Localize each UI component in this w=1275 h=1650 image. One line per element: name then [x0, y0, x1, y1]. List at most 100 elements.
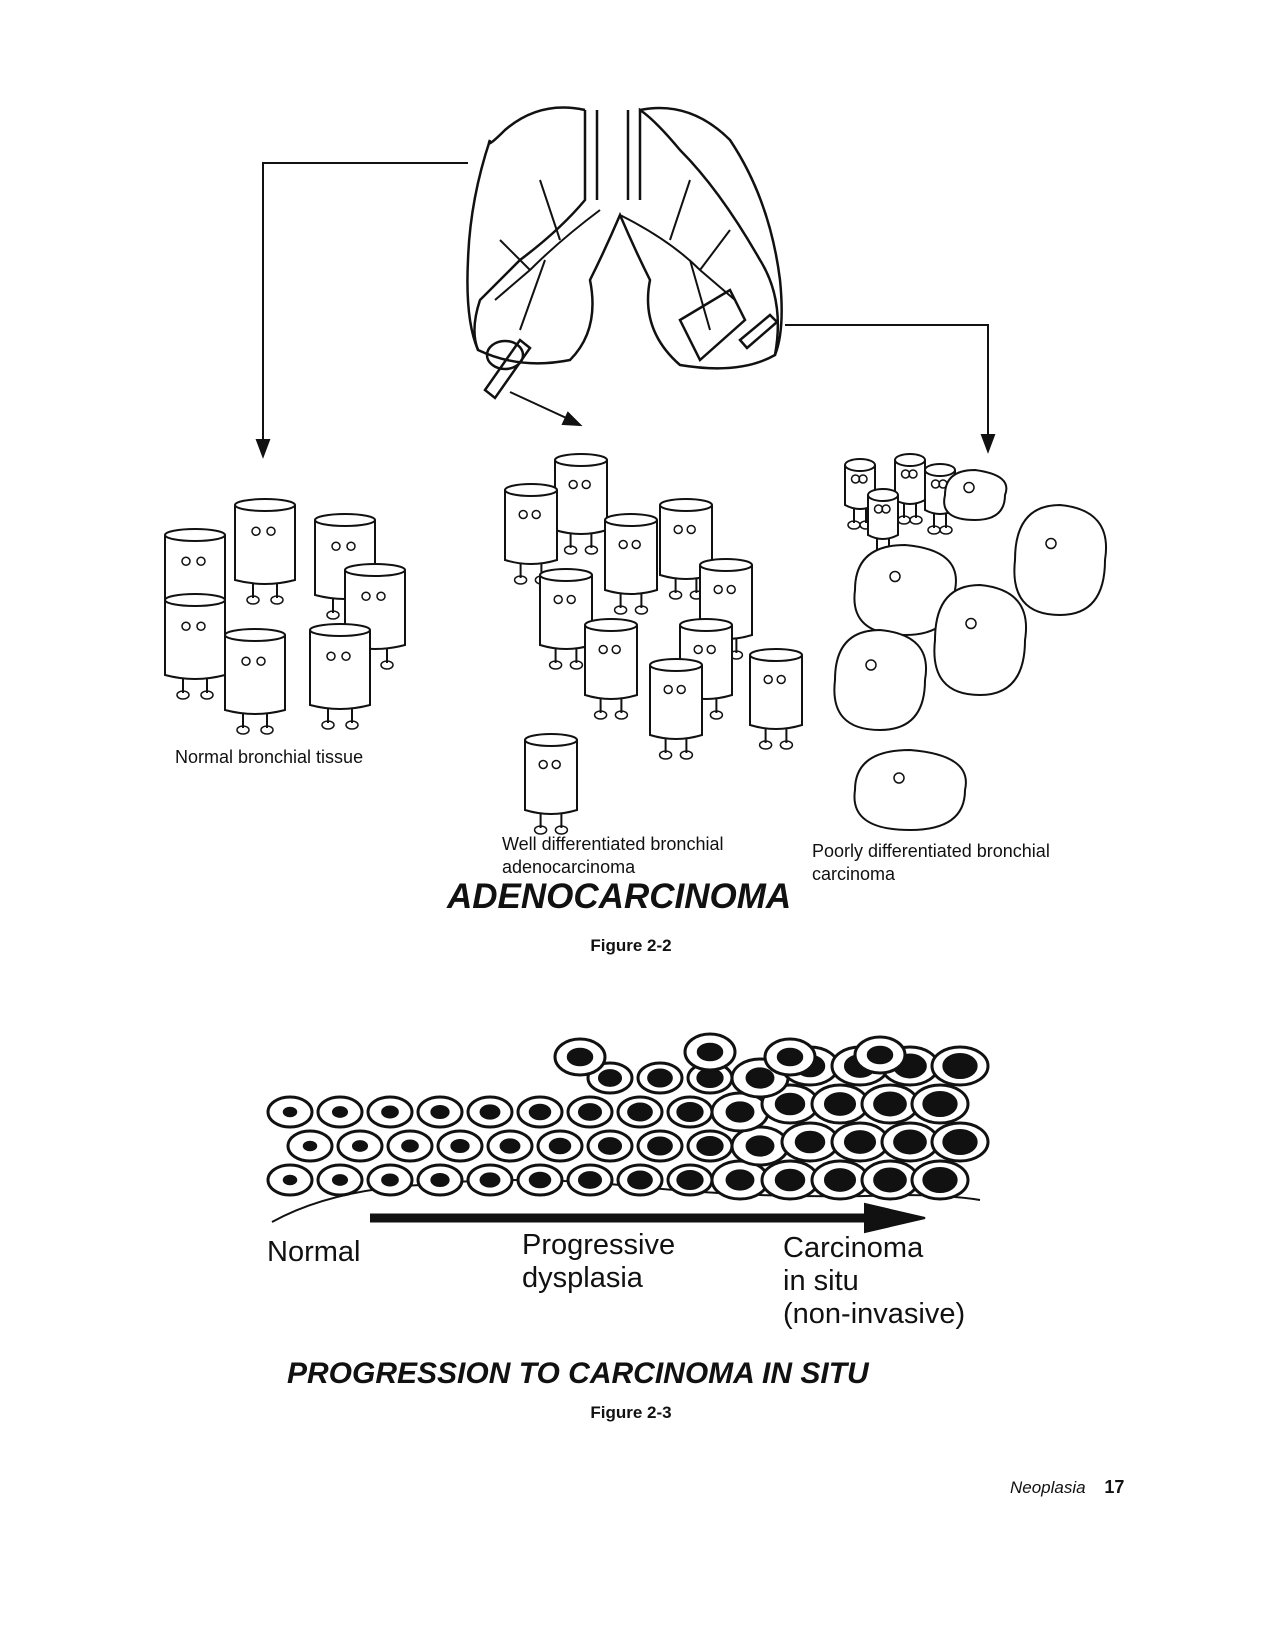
cell-nucleus — [725, 1169, 755, 1191]
cell-nucleus — [499, 1138, 521, 1154]
cartoon-cell-eye — [518, 509, 528, 520]
cell-nucleus — [282, 1106, 298, 1118]
tumor-cell-blob — [833, 628, 927, 732]
cell-nucleus — [430, 1172, 450, 1188]
cell-nucleus — [866, 1045, 894, 1065]
cell-nucleus — [676, 1169, 704, 1191]
cartoon-cell-eye — [181, 556, 191, 566]
tumor-cell-blob — [1013, 503, 1107, 617]
cell-nucleus — [331, 1174, 349, 1186]
cartoon-cell-foot — [200, 690, 214, 700]
cartoon-cell-foot — [679, 750, 694, 760]
cartoon-cell-eye — [676, 684, 686, 695]
cartoon-cell-eye — [686, 524, 696, 535]
figure-2-2-label: Figure 2-2 — [590, 936, 672, 955]
cartoon-cell-top — [224, 628, 286, 642]
cell-nucleus — [528, 1171, 552, 1189]
cartoon-cell-top — [344, 563, 406, 577]
stage-dysplasia-line2: dysplasia — [522, 1262, 643, 1294]
stage-carcinoma-in-situ: Carcinoma in situ (non-invasive) — [783, 1232, 965, 1331]
tumor-cell-eye — [893, 772, 905, 784]
cell-nucleus — [647, 1068, 673, 1088]
cartoon-cell-foot — [533, 825, 548, 835]
cartoon-cell-top — [539, 568, 593, 582]
cartoon-cell-eye — [858, 474, 868, 484]
cartoon-cell-top — [749, 648, 803, 662]
cartoon-cell-eye — [538, 759, 548, 770]
cell-drawings — [164, 453, 1107, 1201]
cartoon-cell-eye — [631, 539, 641, 550]
cartoon-cell-eye — [908, 469, 918, 479]
cell-nucleus — [893, 1129, 927, 1155]
cartoon-cell-body — [749, 655, 803, 730]
cartoon-cell-eye — [618, 539, 628, 550]
cartoon-cell-eye — [713, 584, 723, 595]
cell-nucleus — [696, 1042, 724, 1062]
cell-nucleus — [528, 1103, 552, 1121]
caption-well-line2: adenocarcinoma — [502, 857, 636, 877]
cell-nucleus — [647, 1136, 673, 1156]
figure-2-3-title: PROGRESSION TO CARCINOMA IN SITU — [287, 1357, 869, 1390]
cartoon-cell-eye — [361, 591, 371, 601]
cartoon-cell-eye — [346, 541, 356, 551]
tumor-cell-eye — [963, 481, 975, 494]
tumor-cell-blob — [933, 583, 1027, 697]
cartoon-cell-foot — [939, 525, 953, 535]
caption-well-line1: Well differentiated bronchial — [502, 834, 724, 854]
cartoon-cell-foot — [260, 725, 274, 735]
cartoon-cell-foot — [326, 610, 340, 620]
cell-nucleus — [566, 1047, 594, 1067]
cartoon-cell-top — [554, 453, 608, 467]
cartoon-cell-eye — [256, 656, 266, 666]
lungs-illustration — [466, 106, 783, 400]
cell-nucleus — [843, 1130, 877, 1154]
caption-well-differentiated: Well differentiated bronchial adenocarci… — [502, 833, 723, 879]
figure-2-2-title: ADENOCARCINOMA — [447, 877, 792, 916]
cell-nucleus — [873, 1167, 907, 1193]
cartoon-cell-legs — [252, 584, 278, 598]
cartoon-cell-foot — [593, 710, 608, 720]
cartoon-cell-top — [584, 618, 638, 632]
cell-nucleus — [401, 1139, 419, 1153]
cartoon-cell-eye — [553, 594, 563, 605]
cartoon-cell-top — [314, 513, 376, 527]
cell-nucleus — [774, 1168, 806, 1192]
cartoon-cell-foot — [779, 740, 794, 750]
cell-nucleus — [430, 1104, 450, 1120]
caption-poor-line2: carcinoma — [812, 864, 896, 884]
cell-nucleus — [745, 1135, 775, 1157]
caption-poor-line1: Poorly differentiated bronchial — [812, 841, 1050, 861]
stage-cis-line3: (non-invasive) — [783, 1298, 966, 1330]
cell-nucleus — [381, 1105, 399, 1119]
cartoon-cell-eye — [611, 644, 621, 655]
cartoon-cell-eye — [266, 526, 276, 536]
cartoon-cell-foot — [554, 825, 569, 835]
cartoon-cell-eye — [181, 621, 191, 631]
cartoon-cell-eye — [776, 674, 786, 685]
cell-nucleus — [696, 1135, 724, 1157]
cartoon-cell-eye — [568, 479, 578, 490]
cartoon-cell-legs — [242, 714, 268, 728]
cell-nucleus — [794, 1130, 826, 1154]
cartoon-cell-eye — [196, 621, 206, 631]
cartoon-cell-foot — [634, 605, 649, 615]
cartoon-cell-foot — [668, 590, 683, 600]
cartoon-cell-foot — [909, 515, 923, 525]
cartoon-cell-top — [894, 453, 926, 467]
cartoon-cell-foot — [380, 660, 394, 670]
cartoon-cell-foot — [709, 710, 724, 720]
cell-nucleus — [823, 1168, 857, 1192]
cartoon-cell-body — [604, 520, 658, 595]
cell-nucleus — [331, 1106, 349, 1118]
cell-nucleus — [774, 1092, 806, 1116]
cartoon-cell-eye — [196, 556, 206, 566]
cartoon-cell-foot — [246, 595, 260, 605]
cartoon-cell-body — [504, 490, 558, 565]
cell-nucleus — [942, 1128, 978, 1156]
tumor-cell-eye — [1045, 537, 1057, 550]
cell-nucleus — [282, 1174, 298, 1186]
cartoon-cell-top — [604, 513, 658, 527]
cartoon-cell-eye — [331, 541, 341, 551]
cartoon-cell-eye — [673, 524, 683, 535]
stage-cis-line1: Carcinoma — [783, 1232, 924, 1264]
